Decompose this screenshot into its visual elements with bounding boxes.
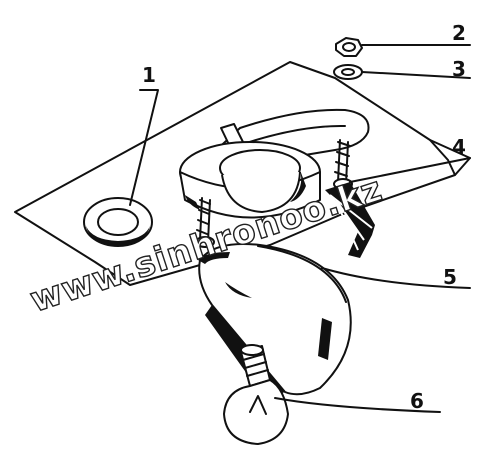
label-part-4: 4 — [452, 135, 466, 159]
screw-left — [195, 197, 215, 248]
reflector-part-5 — [198, 243, 352, 396]
label-part-3: 3 — [452, 57, 466, 81]
spring-part-4 — [325, 182, 375, 258]
washer-part-3 — [333, 64, 363, 80]
leader-lines — [129, 44, 471, 413]
label-part-1: 1 — [142, 63, 156, 87]
bulb-part-6 — [223, 344, 289, 445]
grommet-part-1 — [83, 197, 153, 247]
label-part-6: 6 — [410, 389, 424, 413]
label-part-5: 5 — [443, 265, 457, 289]
swivel-housing — [179, 141, 321, 219]
label-part-2: 2 — [452, 21, 466, 45]
plate-edge — [429, 139, 456, 176]
nut-part-2 — [335, 37, 363, 57]
